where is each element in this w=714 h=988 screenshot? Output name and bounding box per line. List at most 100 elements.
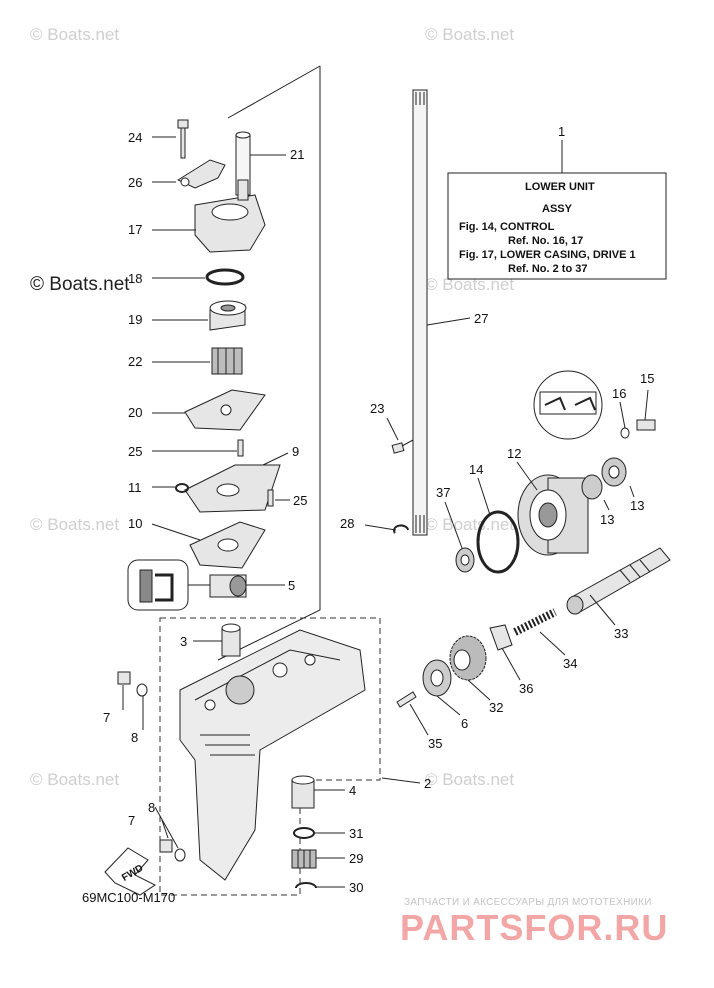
seal-37 bbox=[455, 547, 475, 573]
partsfor-logo: ЗАПЧАСТИ И АКСЕССУАРЫ ДЛЯ МОТОТЕХНИКИ PA… bbox=[400, 897, 668, 948]
outer-plate-20 bbox=[184, 389, 266, 431]
part-label-28: 28 bbox=[340, 516, 354, 531]
part-label-20: 20 bbox=[128, 405, 142, 420]
part-label-27: 27 bbox=[474, 311, 488, 326]
detail-circle-12 bbox=[533, 370, 603, 440]
assy-title-2: ASSY bbox=[542, 203, 573, 215]
part-label-25a: 25 bbox=[128, 444, 142, 459]
impeller-22 bbox=[211, 347, 243, 375]
gasket-10 bbox=[189, 521, 266, 569]
part-label-13a: 13 bbox=[600, 512, 614, 527]
o-ring-14 bbox=[476, 510, 520, 574]
part-label-17: 17 bbox=[128, 222, 142, 237]
diagram-code: 69MC100-M170 bbox=[82, 890, 175, 905]
part-label-2: 2 bbox=[424, 776, 431, 791]
plug-7a bbox=[117, 671, 131, 685]
bearings-13 bbox=[581, 457, 627, 500]
clip-28 bbox=[393, 524, 409, 534]
dowel-25a bbox=[237, 439, 244, 457]
part-label-6: 6 bbox=[461, 716, 468, 731]
watermark: © Boats.net bbox=[425, 515, 514, 534]
bushing-3 bbox=[221, 623, 241, 657]
gasket-9 bbox=[184, 464, 281, 513]
part-label-7b: 7 bbox=[128, 813, 135, 828]
part-label-35: 35 bbox=[428, 736, 442, 751]
part-label-25b: 25 bbox=[293, 493, 307, 508]
part-label-19: 19 bbox=[128, 312, 142, 327]
part-label-21: 21 bbox=[290, 147, 304, 162]
part-label-18: 18 bbox=[128, 271, 142, 286]
bearing-6 bbox=[422, 659, 452, 697]
washer-8b bbox=[174, 848, 186, 862]
part-label-8a: 8 bbox=[131, 730, 138, 745]
part-label-36: 36 bbox=[519, 681, 533, 696]
plate-26 bbox=[176, 159, 226, 189]
washer-16 bbox=[620, 427, 630, 439]
pump-housing-17 bbox=[194, 179, 266, 253]
part-label-22: 22 bbox=[128, 354, 142, 369]
leader-lines bbox=[122, 136, 649, 888]
part-label-30: 30 bbox=[349, 880, 363, 895]
part-label-24: 24 bbox=[128, 130, 142, 145]
lower-casing-2 bbox=[179, 629, 366, 881]
watermark: © Boats.net bbox=[425, 275, 514, 294]
part-label-14: 14 bbox=[469, 462, 483, 477]
plug-7b bbox=[159, 839, 173, 853]
watermark-dark: © Boats.net bbox=[30, 274, 130, 295]
assy-line-3: Fig. 17, LOWER CASING, DRIVE 1 bbox=[459, 249, 636, 261]
part-label-26: 26 bbox=[128, 175, 142, 190]
part-label-31: 31 bbox=[349, 826, 363, 841]
part-label-32: 32 bbox=[489, 700, 503, 715]
assy-title-1: LOWER UNIT bbox=[525, 181, 595, 193]
watermark: © Boats.net bbox=[30, 25, 119, 44]
fwd-arrow: FWD bbox=[104, 847, 156, 896]
seal-detail bbox=[127, 559, 210, 611]
dowel-25b bbox=[267, 489, 274, 507]
pin-23 bbox=[391, 439, 414, 454]
bearing-5 bbox=[209, 574, 247, 598]
part-label-15: 15 bbox=[640, 371, 654, 386]
part-label-33: 33 bbox=[614, 626, 628, 641]
watermark: © Boats.net bbox=[30, 770, 119, 789]
part-label-29: 29 bbox=[349, 851, 363, 866]
watermark: © Boats.net bbox=[425, 770, 514, 789]
part-label-37: 37 bbox=[436, 485, 450, 500]
o-ring-11 bbox=[175, 483, 189, 493]
clutch-36 bbox=[489, 624, 513, 651]
spring-34 bbox=[513, 608, 557, 636]
part-label-11: 11 bbox=[128, 480, 142, 495]
housing-12 bbox=[517, 474, 589, 556]
insert-19 bbox=[209, 300, 247, 331]
assy-line-2: Ref. No. 16, 17 bbox=[508, 235, 583, 247]
watermarks: © Boats.net © Boats.net © Boats.net © Bo… bbox=[30, 25, 514, 789]
clip-30 bbox=[295, 882, 317, 889]
part-label-9: 9 bbox=[292, 444, 299, 459]
gear-32 bbox=[449, 635, 487, 681]
part-label-12: 12 bbox=[507, 446, 521, 461]
drive-shaft bbox=[412, 89, 428, 536]
watermark: © Boats.net bbox=[30, 515, 119, 534]
o-ring-18 bbox=[205, 268, 245, 286]
logo-tagline: ЗАПЧАСТИ И АКСЕССУАРЫ ДЛЯ МОТОТЕХНИКИ bbox=[404, 897, 652, 908]
bolt-15 bbox=[636, 419, 656, 431]
assy-info-box: LOWER UNIT ASSY Fig. 14, CONTROL Ref. No… bbox=[447, 140, 667, 280]
part-label-23: 23 bbox=[370, 401, 384, 416]
part-label-13b: 13 bbox=[630, 498, 644, 513]
part-label-4: 4 bbox=[349, 783, 356, 798]
part-label-34: 34 bbox=[563, 656, 577, 671]
part-label-16: 16 bbox=[612, 386, 626, 401]
part-label-10: 10 bbox=[128, 516, 142, 531]
part-label-5: 5 bbox=[288, 578, 295, 593]
assy-line-4: Ref. No. 2 to 37 bbox=[508, 263, 587, 275]
part-labels: 24 26 21 17 18 19 22 20 25 9 11 25 10 5 … bbox=[103, 124, 654, 895]
part-label-3: 3 bbox=[180, 634, 187, 649]
shim-31 bbox=[293, 827, 315, 839]
washer-8a bbox=[136, 683, 148, 697]
pinion-29 bbox=[291, 849, 317, 869]
logo-brand: PARTSFOR.RU bbox=[400, 907, 668, 948]
propeller-shaft-33 bbox=[566, 547, 671, 615]
bolt-24 bbox=[177, 119, 189, 159]
part-label-8b: 8 bbox=[148, 800, 155, 815]
part-label-1: 1 bbox=[558, 124, 565, 139]
